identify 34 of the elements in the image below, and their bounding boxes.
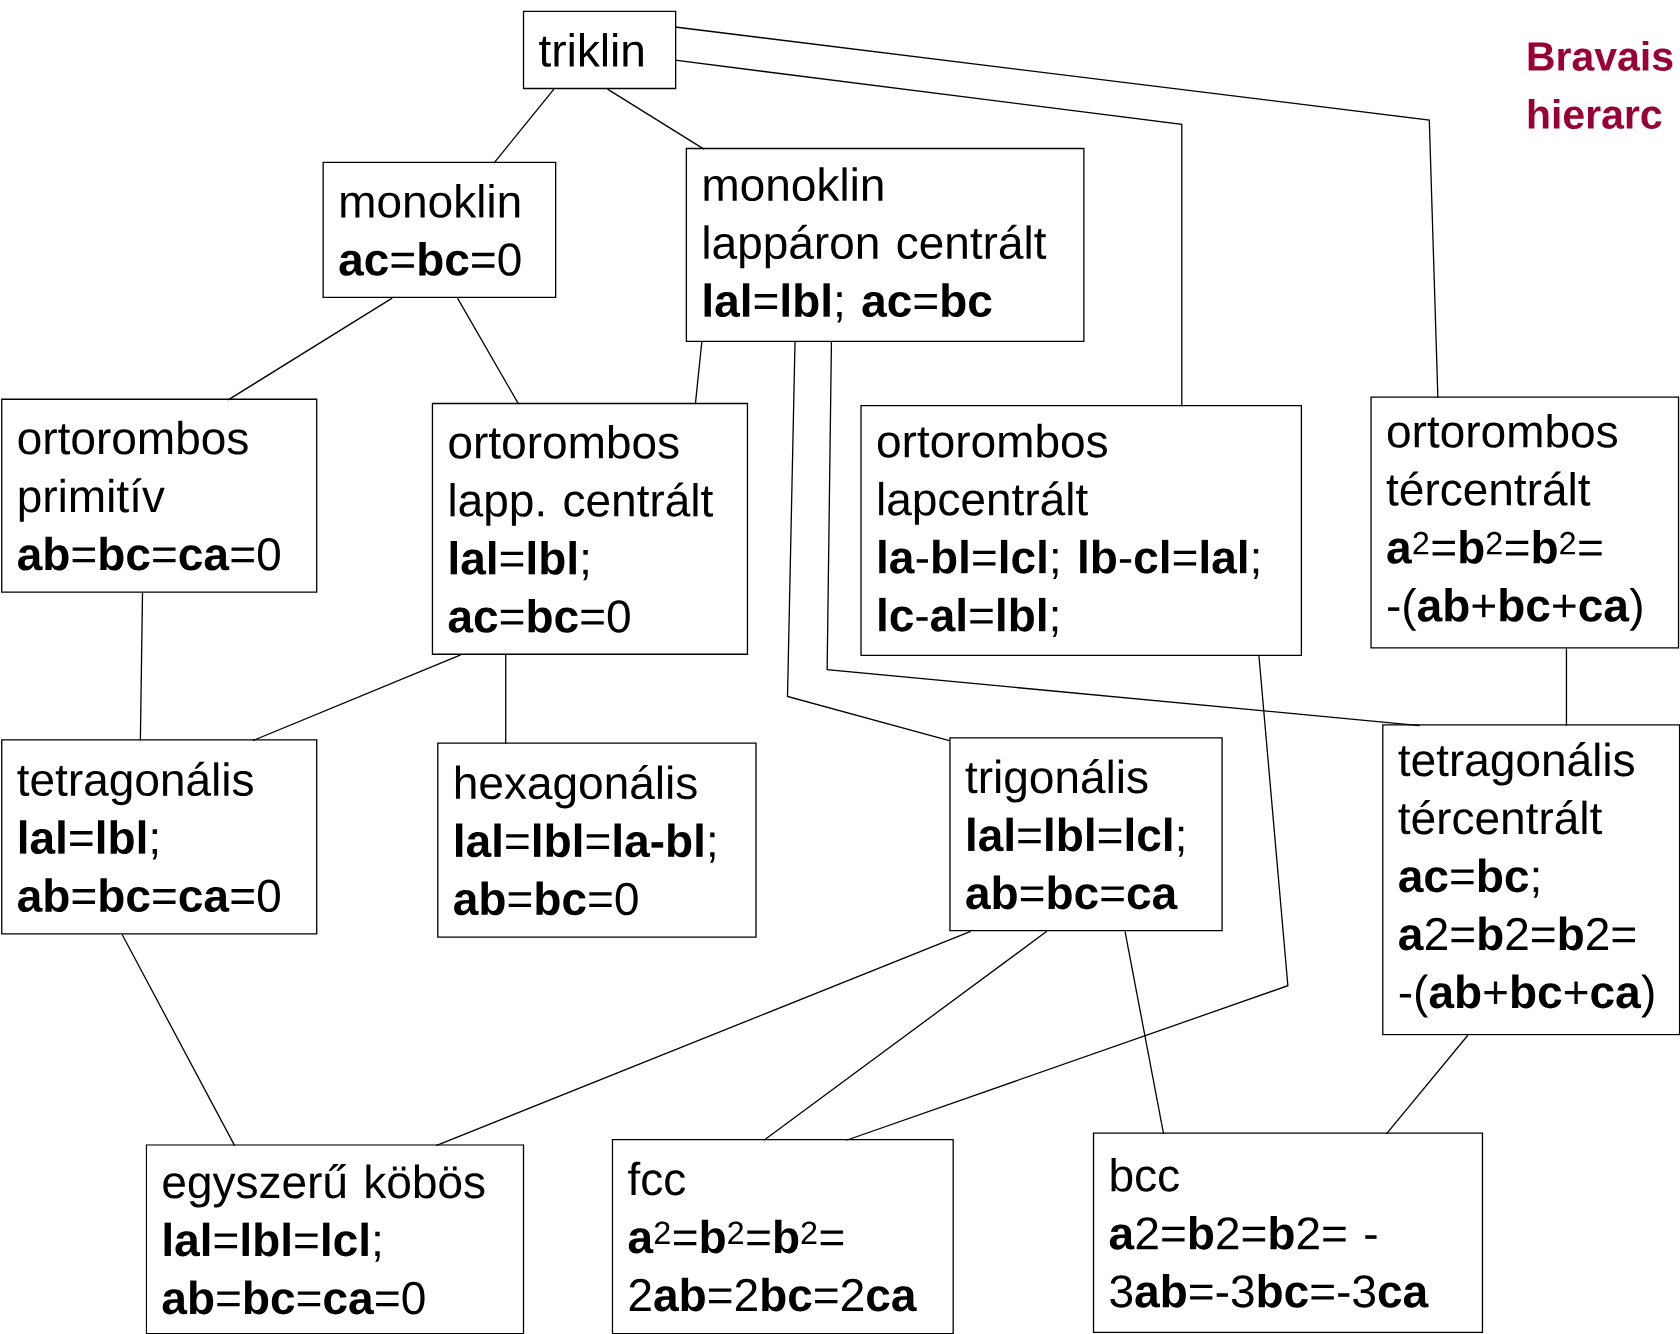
- connector-line: [1124, 930, 1165, 1135]
- class-box: ortorombos lapp. centrált lal=lbl; ac=bc=0: [431, 402, 749, 655]
- class-box: triklin: [522, 10, 677, 90]
- connector-line: [674, 26, 1439, 399]
- class-box: ortorombos tércentrált a$^{2}$=b$^{2}$=b$^{2}$= -(ab+bc+ca): [1370, 396, 1680, 649]
- class-box: tetragonális lal=lbl; ab=bc=ca=0: [1, 739, 318, 935]
- connector-line: [252, 654, 462, 742]
- connector-line: [674, 59, 1183, 407]
- connector-line: [845, 655, 1289, 1141]
- connector-line: [826, 341, 1421, 727]
- class-box: ortorombos primitív ab=bc=ca=0: [1, 398, 318, 593]
- title: Bravais hierarc: [1528, 40, 1673, 130]
- connector-line: [1385, 1034, 1469, 1135]
- connector-line: [1565, 647, 1568, 727]
- class-box: monoklin ac=bc=0: [322, 161, 557, 299]
- connector-line: [435, 930, 972, 1147]
- connector-line: [505, 654, 507, 745]
- class-box: monoklin lappáron centrált lal=lbl; ac=bc: [685, 147, 1085, 343]
- connector-line: [606, 88, 705, 150]
- connector-line: [456, 297, 520, 405]
- class-box: tetragonális tércentrált ac=bc; a2=b2=b2= -(ab+bc+ca): [1382, 724, 1680, 1036]
- class-box: egyszerű köbös lal=lbl=lcl; ab=bc=ca=0: [145, 1144, 525, 1334]
- connector-line: [227, 297, 393, 401]
- class-box: bcc a2=b2=b2= -3ab=-3bc=-3ca: [1092, 1132, 1484, 1334]
- class-box: fcc a$^{2}$=b$^{2}$=b$^{2}$= 2ab=2bc=2ca: [611, 1138, 954, 1334]
- class-box: trigonális lal=lbl=lcl; ab=bc=ca: [949, 737, 1223, 932]
- connector-line: [493, 88, 555, 164]
- connector-line: [121, 933, 236, 1147]
- class-box: hexagonális lal=lbl=la-bl; ab=bc=0: [437, 742, 757, 938]
- class-box: ortorombos lapcentrált la-bl=lcl; lb-cl=lal; lc-al=lbl;: [860, 405, 1303, 656]
- connector-line: [694, 341, 703, 405]
- connector-line: [139, 592, 144, 742]
- connector-line: [786, 341, 950, 742]
- connector-line: [763, 930, 1048, 1141]
